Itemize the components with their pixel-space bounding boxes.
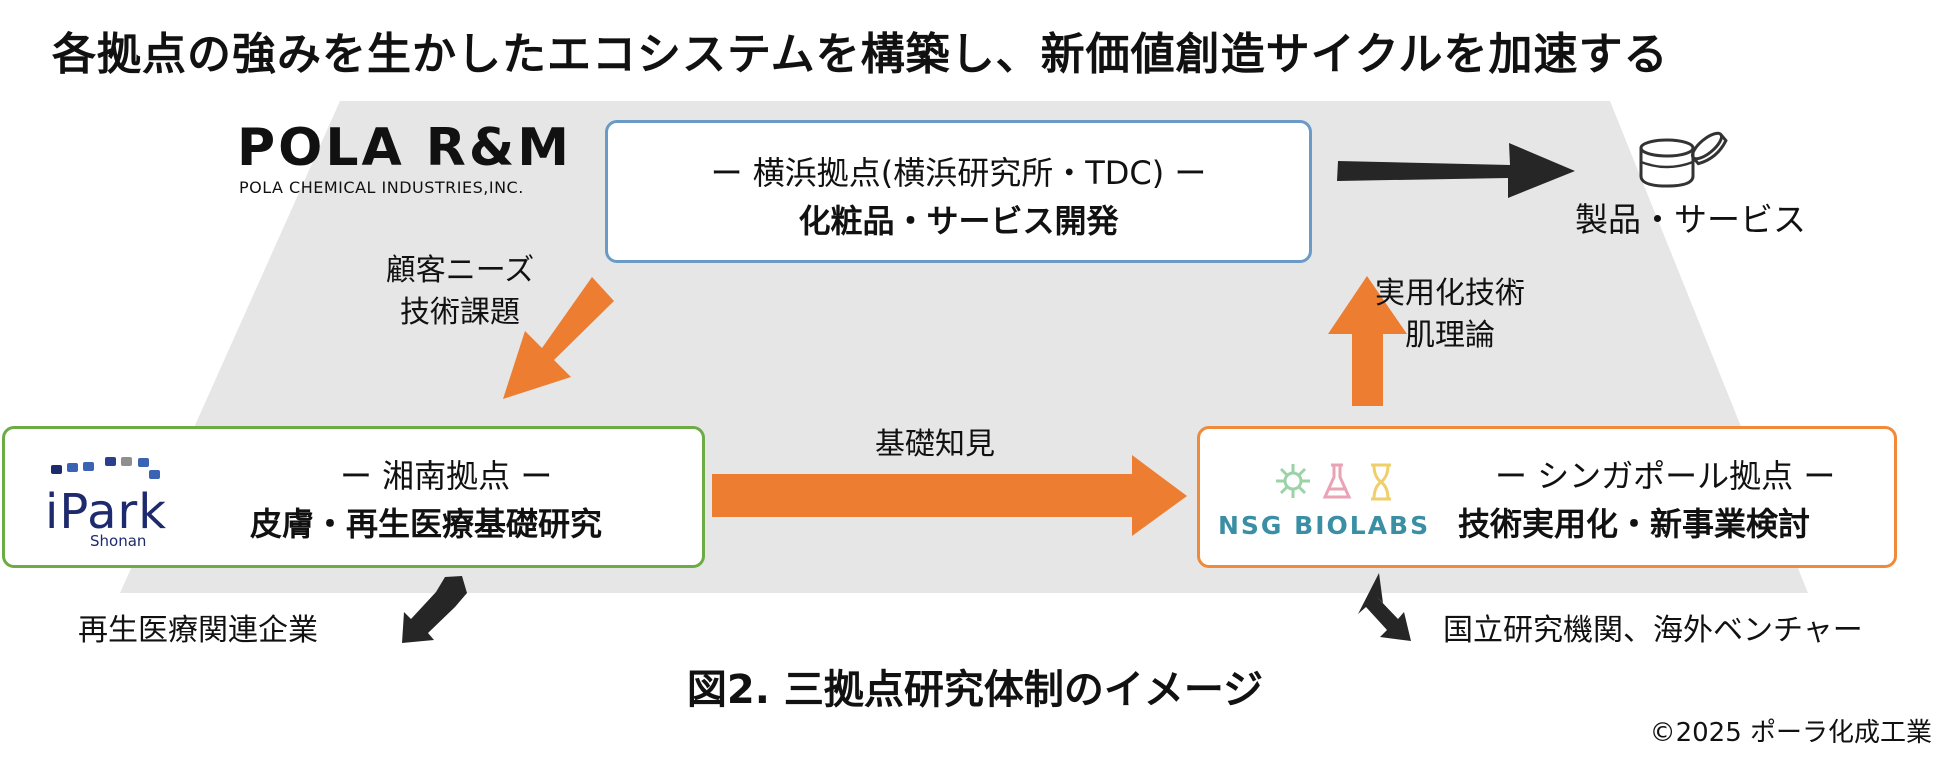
bacteria-icon [1276,464,1310,498]
arrow-product [1337,143,1575,198]
node-yokohama: ー 横浜拠点(横浜研究所・TDC) ー 化粧品・サービス開発 [605,120,1312,263]
polarm-logo-name: POLA R&M [237,118,572,178]
polarm-logo: POLA R&M POLA CHEMICAL INDUSTRIES,INC. [237,120,572,197]
headline: 各拠点の強みを生かしたエコシステムを構築し、新価値創造サイクルを加速する [52,29,1669,80]
flask-icon [1322,463,1352,499]
edge-label-needs: 顧客ニーズ 技術課題 [380,250,540,334]
polarm-logo-sub: POLA CHEMICAL INDUSTRIES,INC. [239,178,524,197]
singapore-title: 技術実用化・新事業検討 [1458,505,1811,543]
arrow-research [1358,573,1411,641]
edge-label-tech: 実用化技術 肌理論 [1360,273,1540,357]
arrow-needs [503,277,614,399]
edge-label-needs-line2: 技術課題 [400,295,520,330]
hourglass-icon [1371,463,1391,501]
arrow-basic [712,455,1187,536]
cosmetic-jar-icon [1639,131,1728,188]
edge-label-tech-line1: 実用化技術 [1375,276,1525,311]
figure-caption: 図2. 三拠点研究体制のイメージ [686,667,1264,713]
shonan-title: 皮膚・再生医療基礎研究 [250,505,603,543]
ipark-logo-sub: Shonan [90,532,147,550]
ipark-logo: iPark Shonan [45,452,235,552]
singapore-subtitle: ー シンガポール拠点 ー [1495,457,1836,495]
shonan-subtitle: ー 湘南拠点 ー [340,457,553,495]
node-shonan: ー 湘南拠点 ー 皮膚・再生医療基礎研究 [2,426,705,568]
edge-label-basic: 基礎知見 [875,427,995,462]
arrow-regen [402,576,467,643]
edge-label-regen: 再生医療関連企業 [78,613,318,648]
nsg-logo-name: NSG BIOLABS [1218,511,1431,540]
yokohama-subtitle: ー 横浜拠点(横浜研究所・TDC) ー [710,154,1207,192]
edge-label-product: 製品・サービス [1575,200,1806,239]
edge-label-research: 国立研究機関、海外ベンチャー [1443,613,1863,648]
ipark-logo-name: iPark [45,484,168,540]
nsg-logo: NSG BIOLABS [1218,455,1458,545]
edge-label-tech-line2: 肌理論 [1405,318,1495,353]
yokohama-title: 化粧品・サービス開発 [798,202,1119,240]
arrow-tech [1328,276,1407,406]
copyright: ©2025 ポーラ化成工業 [1649,718,1932,748]
edge-label-needs-line1: 顧客ニーズ [385,253,535,288]
node-singapore: ー シンガポール拠点 ー 技術実用化・新事業検討 [1197,426,1897,568]
